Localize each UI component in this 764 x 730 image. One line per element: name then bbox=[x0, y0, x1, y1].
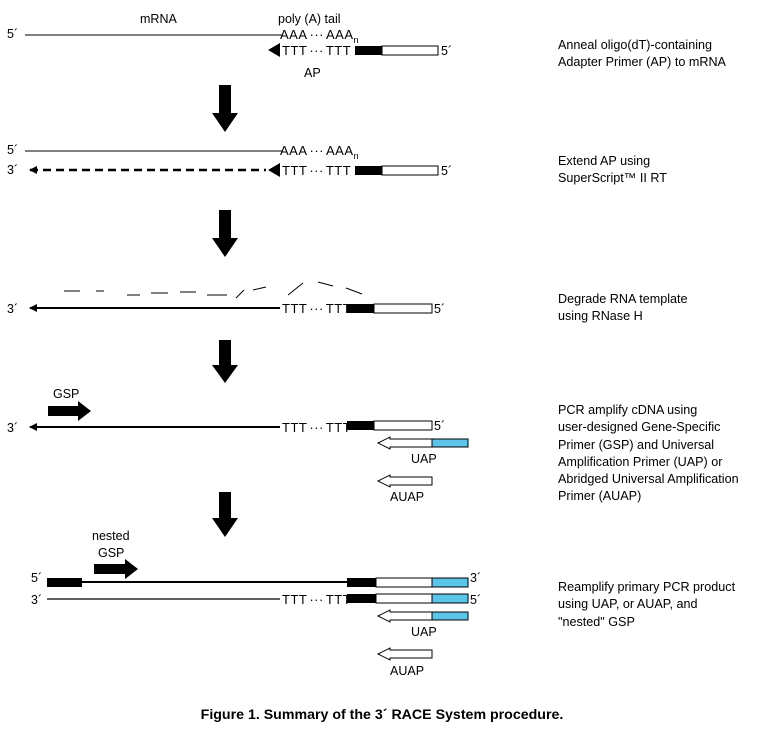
five-prime-label: 5´ bbox=[434, 419, 445, 433]
five-prime-label: 5´ bbox=[7, 143, 18, 157]
step-2-diagram: 5´ AAA···AAAn 3´ TTT···TTT 5´ bbox=[7, 143, 452, 178]
five-prime-label: 5´ bbox=[7, 27, 18, 41]
step-5-diagram: nested GSP 5´ 3´ 3´ TTT···TTT 5´ UAP AUA… bbox=[31, 529, 481, 678]
ap-arrowhead bbox=[268, 163, 280, 177]
five-prime-label: 5´ bbox=[470, 593, 481, 607]
poly-t-seq: TTT···TTT bbox=[282, 43, 351, 58]
poly-t-seq: TTT···TTT bbox=[282, 163, 351, 178]
step-4-description: PCR amplify cDNA using user-designed Gen… bbox=[558, 403, 739, 504]
auap-primer-arrow bbox=[376, 474, 433, 488]
poly-t-seq: TTT···TTT bbox=[282, 301, 351, 316]
adapter-black-block bbox=[347, 421, 374, 430]
uap-label: UAP bbox=[411, 452, 437, 466]
gsp-label: GSP bbox=[53, 387, 79, 401]
adapter-black-block bbox=[347, 304, 374, 313]
adapter-white-block bbox=[375, 593, 433, 604]
race-diagram: 5´ mRNA poly (A) tail AAA···AAAn TTT···T… bbox=[7, 12, 481, 678]
degraded-rna-fragments bbox=[64, 281, 363, 299]
down-arrow-icon bbox=[212, 210, 238, 257]
step-1-diagram: 5´ mRNA poly (A) tail AAA···AAAn TTT···T… bbox=[7, 12, 452, 80]
auap-label: AUAP bbox=[390, 490, 424, 504]
uap-primer-arrow bbox=[376, 609, 433, 623]
three-prime-label: 3´ bbox=[31, 593, 42, 607]
step-1-description: Anneal oligo(dT)-containing Adapter Prim… bbox=[558, 38, 726, 70]
uap-blue-tag bbox=[431, 611, 469, 621]
auap-primer-arrow bbox=[376, 647, 433, 661]
down-arrow-icon bbox=[212, 340, 238, 383]
uap-label: UAP bbox=[411, 625, 437, 639]
adapter-black-block bbox=[347, 578, 376, 587]
five-prime-label: 5´ bbox=[441, 44, 452, 58]
adapter-white-block bbox=[381, 165, 439, 176]
down-arrow-icon bbox=[212, 85, 238, 132]
adapter-white-block bbox=[373, 303, 433, 314]
poly-t-seq: TTT···TTT bbox=[282, 420, 351, 435]
nested-label: nested bbox=[92, 529, 130, 543]
five-prime-label: 5´ bbox=[31, 571, 42, 585]
step-3-description: Degrade RNA template using RNase H bbox=[558, 292, 688, 324]
uap-blue-tag bbox=[431, 593, 469, 604]
step-2-description: Extend AP using SuperScript™ II RT bbox=[558, 154, 667, 186]
step-5-description: Reamplify primary PCR product using UAP,… bbox=[558, 580, 736, 629]
step-4-diagram: GSP 3´ TTT···TTT 5´ UAP AUAP bbox=[7, 387, 469, 504]
auap-label: AUAP bbox=[390, 664, 424, 678]
nested-gsp-label: GSP bbox=[98, 546, 124, 560]
adapter-black-block bbox=[355, 46, 382, 55]
adapter-white-block bbox=[375, 577, 433, 588]
adapter-white-block bbox=[373, 420, 433, 431]
adapter-white-block bbox=[381, 45, 439, 56]
poly-a-seq: AAA···AAAn bbox=[280, 143, 359, 161]
down-arrow-icon bbox=[212, 492, 238, 537]
three-prime-label: 3´ bbox=[7, 163, 18, 177]
ap-label: AP bbox=[304, 66, 321, 80]
nested-gsp-primer-arrow bbox=[94, 559, 138, 579]
five-prime-label: 5´ bbox=[434, 302, 445, 316]
three-prime-label: 3´ bbox=[7, 421, 18, 435]
ap-arrowhead bbox=[268, 43, 280, 57]
adapter-black-block bbox=[355, 166, 382, 175]
adapter-black-block bbox=[347, 594, 376, 603]
poly-a-tail-label: poly (A) tail bbox=[278, 12, 341, 26]
gsp-primer-arrow bbox=[48, 401, 91, 421]
uap-primer-arrow bbox=[376, 436, 433, 450]
step-3-diagram: 3´ TTT···TTT 5´ bbox=[7, 281, 445, 316]
mrna-label: mRNA bbox=[140, 12, 177, 26]
poly-a-seq: AAA···AAAn bbox=[280, 27, 359, 45]
uap-blue-tag bbox=[431, 577, 469, 588]
five-prime-label: 5´ bbox=[441, 164, 452, 178]
poly-t-seq: TTT···TTT bbox=[282, 592, 351, 607]
three-prime-label: 3´ bbox=[470, 571, 481, 585]
uap-blue-tag bbox=[431, 438, 469, 448]
three-prime-label: 3´ bbox=[7, 302, 18, 316]
figure-caption: Figure 1. Summary of the 3´ RACE System … bbox=[200, 707, 564, 723]
gsp-block bbox=[47, 578, 82, 587]
